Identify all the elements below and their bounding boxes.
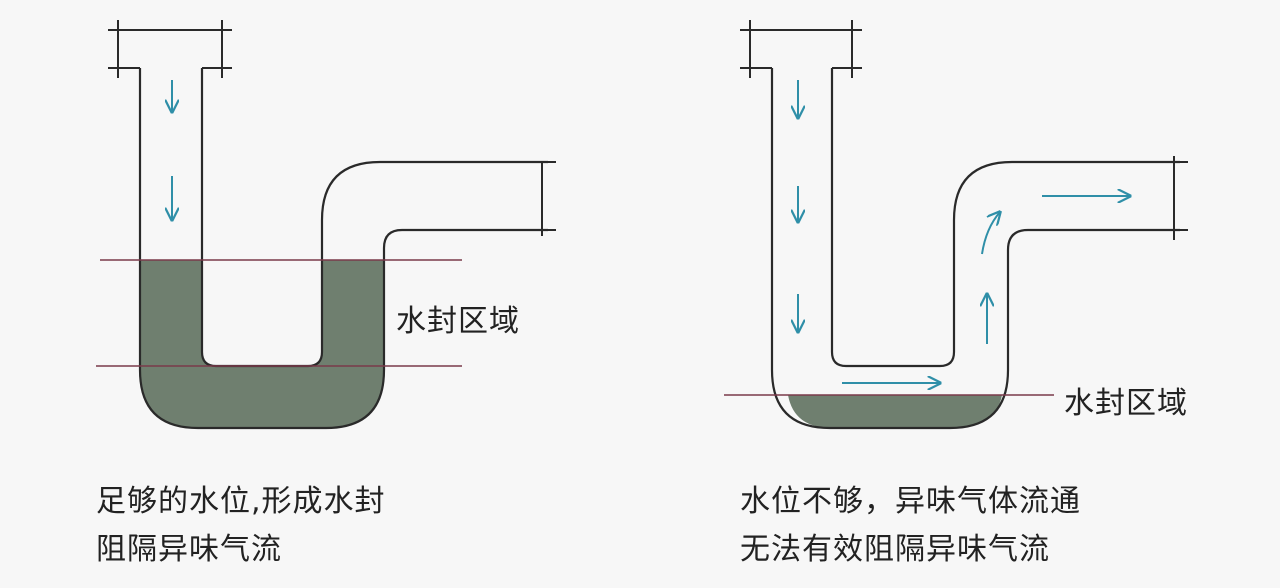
left-outlet-flange bbox=[534, 161, 556, 236]
left-top-flange bbox=[108, 20, 232, 78]
left-water-seal bbox=[140, 260, 384, 428]
left-caption-line2: 阻隔异味气流 bbox=[96, 532, 282, 567]
right-trap bbox=[724, 20, 1188, 430]
right-top-flange bbox=[740, 20, 862, 78]
right-seal-label: 水封区域 bbox=[1064, 386, 1188, 421]
left-caption: 足够的水位,形成水封 阻隔异味气流 bbox=[96, 478, 386, 574]
left-trap bbox=[96, 20, 556, 430]
right-caption-line2: 无法有效阻隔异味气流 bbox=[740, 532, 1050, 567]
left-seal-label: 水封区域 bbox=[396, 304, 520, 339]
right-caption: 水位不够，异味气体流通 无法有效阻隔异味气流 bbox=[740, 478, 1081, 574]
right-pipe-inner bbox=[830, 68, 1180, 368]
right-caption-line1: 水位不够，异味气体流通 bbox=[740, 484, 1081, 519]
left-pipe-outer bbox=[138, 68, 548, 430]
right-water-seal bbox=[788, 395, 1002, 428]
right-outlet-flange bbox=[1166, 156, 1188, 240]
right-pipe-outer bbox=[770, 68, 1180, 430]
left-pipe-inner bbox=[200, 68, 548, 368]
left-caption-line1: 足够的水位,形成水封 bbox=[96, 484, 386, 519]
right-flow-arrow-curve bbox=[981, 212, 1000, 255]
